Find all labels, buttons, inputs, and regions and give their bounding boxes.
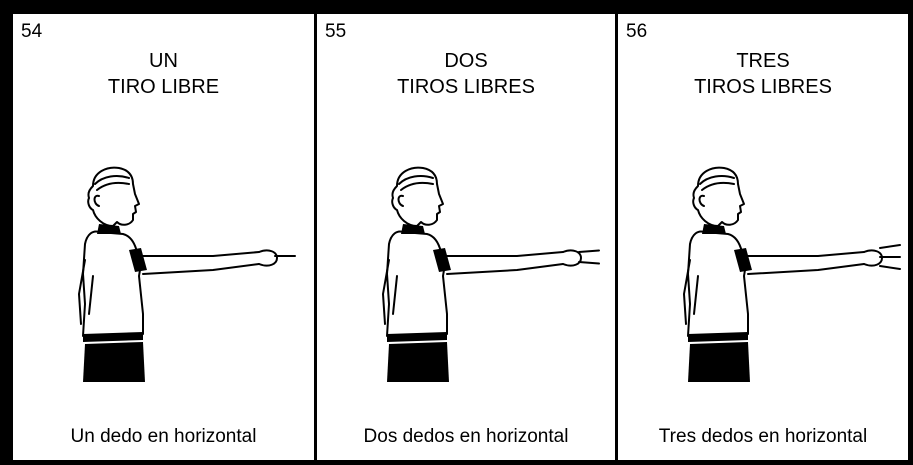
signal-number: 55 <box>325 21 347 42</box>
referee-hair <box>94 175 130 191</box>
referee-belt <box>83 332 143 342</box>
referee-finger <box>578 261 600 265</box>
referee-finger <box>879 265 901 270</box>
referee-finger <box>879 244 901 249</box>
signal-title: TIROS LIBRES <box>397 76 535 98</box>
signal-title: TIRO LIBRE <box>107 76 220 98</box>
referee-figure <box>382 166 600 382</box>
referee-arm-extended <box>747 251 865 275</box>
referee-hair <box>699 175 735 191</box>
referee-hand <box>258 249 278 267</box>
signal-title: UN <box>149 50 178 72</box>
panel-divider <box>314 14 317 460</box>
frame-bottom-border <box>0 460 913 465</box>
referee-hair <box>398 175 434 191</box>
referee-ear <box>397 194 404 207</box>
referee-arm-extended <box>142 251 260 275</box>
referee-figure <box>78 166 296 382</box>
signal-title: TRES <box>736 50 790 72</box>
referee-torso <box>82 230 144 337</box>
referee-hand <box>562 249 582 267</box>
referee-head <box>391 166 444 227</box>
frame-right-border <box>908 0 913 465</box>
referee-head <box>692 166 745 227</box>
signal-caption: Un dedo en horizontal <box>70 426 257 447</box>
referee-trousers <box>83 342 145 382</box>
referee-ear <box>93 194 100 207</box>
referee-head <box>87 166 140 227</box>
referee-arm-left <box>683 259 699 325</box>
signal-caption: Dos dedos en horizontal <box>363 426 569 447</box>
referee-trousers <box>387 342 449 382</box>
signal-panel: 55 DOS TIROS LIBRES Dos dedos en horizon… <box>317 14 615 460</box>
referee-belt <box>387 332 447 342</box>
signal-panel: 56 TRES TIROS LIBRES Tres dedos en horiz… <box>618 14 908 460</box>
referee-sleeve-band <box>433 248 451 272</box>
signal-number: 54 <box>21 21 43 42</box>
signal-panel: 54 UN TIRO LIBRE Un dedo en horizontal <box>13 14 314 460</box>
referee-arm-extended <box>446 251 564 275</box>
panel-divider <box>615 14 618 460</box>
referee-ear <box>698 194 705 207</box>
signal-number: 56 <box>626 21 648 42</box>
referee-finger <box>578 249 600 253</box>
referee-belt <box>688 332 748 342</box>
referee-trousers <box>688 342 750 382</box>
referee-sleeve-band <box>734 248 752 272</box>
referee-arm-left <box>78 259 94 325</box>
referee-figure <box>683 166 901 382</box>
signal-title: TIROS LIBRES <box>694 76 832 98</box>
referee-arm-left <box>382 259 398 325</box>
frame-top-border <box>0 0 913 14</box>
referee-torso <box>687 230 749 337</box>
referee-hand <box>863 249 883 267</box>
signal-caption: Tres dedos en horizontal <box>658 426 868 447</box>
signal-title: DOS <box>444 50 488 72</box>
frame-left-border <box>0 0 13 465</box>
referee-torso <box>386 230 448 337</box>
referee-sleeve-band <box>129 248 147 272</box>
